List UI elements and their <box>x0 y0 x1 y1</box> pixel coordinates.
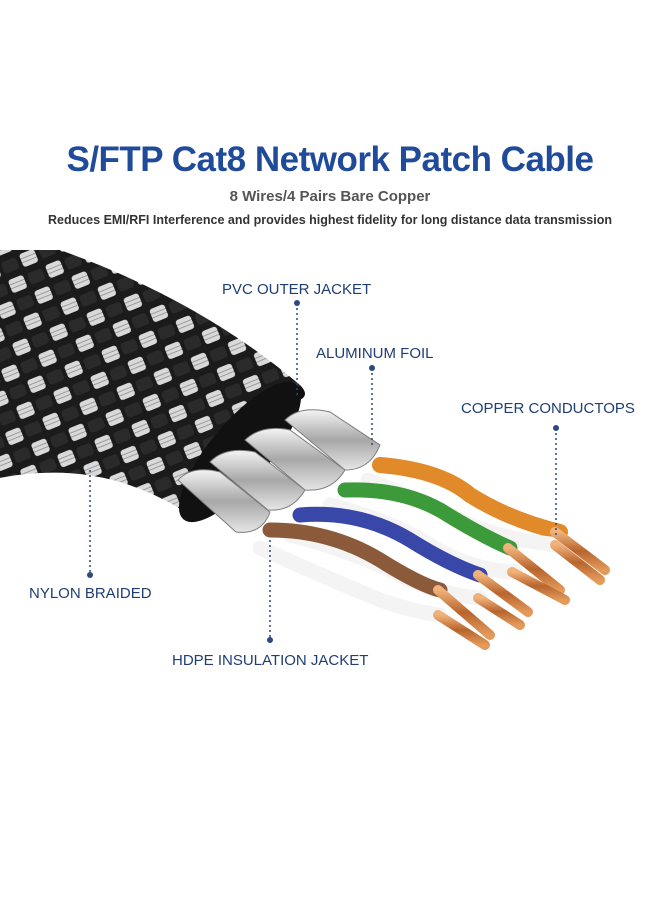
page-subtitle: 8 Wires/4 Pairs Bare Copper <box>229 188 431 205</box>
callout-hdpe-insulation-jacket: HDPE INSULATION JACKET <box>172 652 369 669</box>
leader-dots <box>87 300 559 643</box>
callout-pvc-outer-jacket: PVC OUTER JACKET <box>222 281 372 298</box>
callout-nylon-braided: NYLON BRAIDED <box>29 585 152 602</box>
leader-lines <box>89 303 557 640</box>
twisted-wires <box>252 457 568 623</box>
page-title: S/FTP Cat8 Network Patch Cable <box>66 140 594 179</box>
callout-copper-conductors: COPPER CONDUCTOPS <box>461 400 635 417</box>
copper-conductors <box>433 527 610 650</box>
callout-aluminum-foil: ALUMINUM FOIL <box>316 345 434 362</box>
page-tagline: Reduces EMI/RFI Interference and provide… <box>47 213 612 227</box>
foil-shields <box>177 409 381 533</box>
